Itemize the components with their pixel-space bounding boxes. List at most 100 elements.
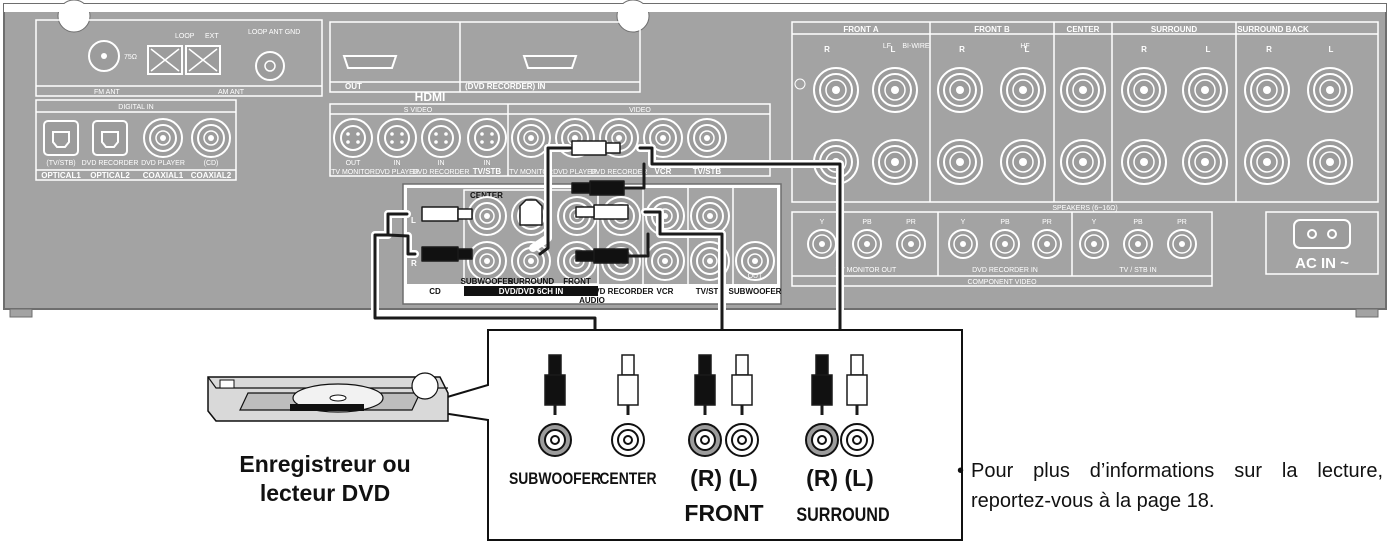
device-caption-line1: Enregistreur ou [239,451,411,477]
callout-box: SUBWOOFER CENTER (R) (L) (R) (L) FRONT S… [409,329,963,541]
audio-bottom-label: VCR [657,287,674,296]
audio-bottom-label: SUBWOOFER [729,287,782,296]
component-y-label: Y [961,219,966,226]
surround-r-plug [811,354,833,415]
ac-inlet: AC IN ~ [1265,211,1379,275]
cd-l-jack [467,196,507,236]
digital-in-title: DIGITAL IN [118,104,153,111]
component-video-label: COMPONENT VIDEO [967,279,1037,286]
optical1-port [43,120,79,156]
loop-label: LOOP [175,33,195,40]
component-group-label: TV / STB IN [1119,267,1156,274]
video-row-label: DVD PLAYER [375,169,419,176]
subwoofer-jack-icon [538,423,572,457]
subwoofer-jack-label: SUBWOOFER [461,277,514,286]
hf-label: HF [1020,43,1029,50]
component-pb-label: PB [862,219,872,226]
speaker-l-marker: L [1329,45,1334,54]
video-sub-label: IN [438,160,445,167]
front-jack-label: FRONT [563,277,591,286]
note-text: Pour plus d’informations sur la lecture,… [971,460,1383,512]
callout-surround-label: SURROUND [796,504,889,526]
svideo-tv-monitor-jack [333,118,373,158]
receiver-back-panel: 75Ω LOOP EXT LOOP ANT GND FM ANT AM ANT … [3,0,1387,318]
component-y-label: Y [1092,219,1097,226]
speaker-r-marker: R [959,45,965,54]
fm-ant-label: FM ANT [94,89,120,96]
hdmi-logo: HDMI [415,90,446,104]
video-header: VIDEO [629,107,651,114]
s-video-header: S VIDEO [404,107,433,114]
video-row-label: DVD RECORDER [413,169,470,176]
component-pb-label: PB [1133,219,1143,226]
svideo-dvd-player-jack [377,118,417,158]
speaker-header: CENTER [1067,25,1100,34]
component-pr-label: PR [906,219,916,226]
digital-in-section: DIGITAL IN (TV/STB) DVD RECORDER DVD PLA… [35,99,237,181]
speaker-l-marker: L [1025,45,1030,54]
surround-l-plug [846,354,868,415]
digital-sub-label: DVD RECORDER [82,160,139,167]
video-sub-label: IN [484,160,491,167]
video-row-label: TV/STB [473,167,502,176]
svideo-dvd-recorder-jack [421,118,461,158]
video-row-label: TV MONITOR [331,169,375,176]
speaker-header: SURROUND BACK [1237,25,1309,34]
callout-subwoofer-label: SUBWOOFER [509,470,601,489]
center-plug [617,354,639,415]
hdmi-section: OUT (DVD RECORDER) IN HDMI [329,21,641,104]
callout-plugs [544,354,868,415]
video-sub-label: IN [394,160,401,167]
callout-front-label: FRONT [684,500,763,526]
audio-bottom-label: CD [429,287,441,296]
front-l-jack-icon [725,423,759,457]
l-channel-label: L [411,216,416,225]
component-video-section: Y PB PR Y PB PR Y PB PR TV MONITOR OUT D… [791,211,1213,287]
cables [371,140,859,359]
dvd-recorder-device [207,372,449,422]
loop-ant-gnd-label: LOOP ANT GND [248,29,300,36]
cd-r-jack [467,241,507,281]
audio-bottom-label: DVD/DVD 6CH IN [499,287,564,296]
optical1-label: OPTICAL1 [41,171,81,180]
speaker-r-marker: R [1266,45,1272,54]
video-section: S VIDEO VIDEO OUT IN IN IN TV MONITOR DV… [329,103,771,177]
fm-ohm-label: 75Ω [124,54,137,61]
hdmi-in-label: (DVD RECORDER) IN [465,82,546,91]
digital-sub-label: (TV/STB) [46,160,75,167]
subwoofer-out-sub-label: OUT [748,273,764,280]
speaker-r-marker: R [1141,45,1147,54]
video-tv-stb-jack [687,118,727,158]
note-bullet: • [957,460,965,482]
lf-label: LF [883,43,891,50]
video-row-label: TV/STB [693,167,722,176]
hdmi-out-label: OUT [345,82,362,91]
speaker-l-marker: L [1206,45,1211,54]
speaker-l-marker: L [891,45,896,54]
r-channel-label: R [411,259,417,268]
front-r-jack-icon [688,423,722,457]
video-sub-label: OUT [346,160,362,167]
audio-bottom-label: TV/STB [696,287,725,296]
speaker-header: FRONT A [843,25,878,34]
surround-jack-label: SURROUND [508,277,554,286]
video-row-label: DVD RECORDER [591,169,648,176]
coaxial1-label: COAXIAL1 [143,171,184,180]
front-l-plug [731,354,753,415]
speaker-header: SURROUND [1151,25,1197,34]
component-pb-label: PB [1000,219,1010,226]
callout-center-label: CENTER [599,470,656,489]
speaker-header: FRONT B [974,25,1010,34]
coaxial2-label: COAXIAL2 [191,171,232,180]
surround-l-jack-icon [840,423,874,457]
callout-front-rl-label: (R) (L) [690,465,758,491]
playback-note: • Pour plus d’informations sur la lectur… [957,456,1383,516]
component-group-label: TV MONITOR OUT [836,267,897,274]
center-jack-icon [611,423,645,457]
front-r-plug [694,354,716,415]
speaker-posts-bottom [813,139,1353,185]
speaker-r-marker: R [824,45,830,54]
callout-jacks [538,423,874,457]
digital-sub-label: DVD PLAYER [141,160,185,167]
